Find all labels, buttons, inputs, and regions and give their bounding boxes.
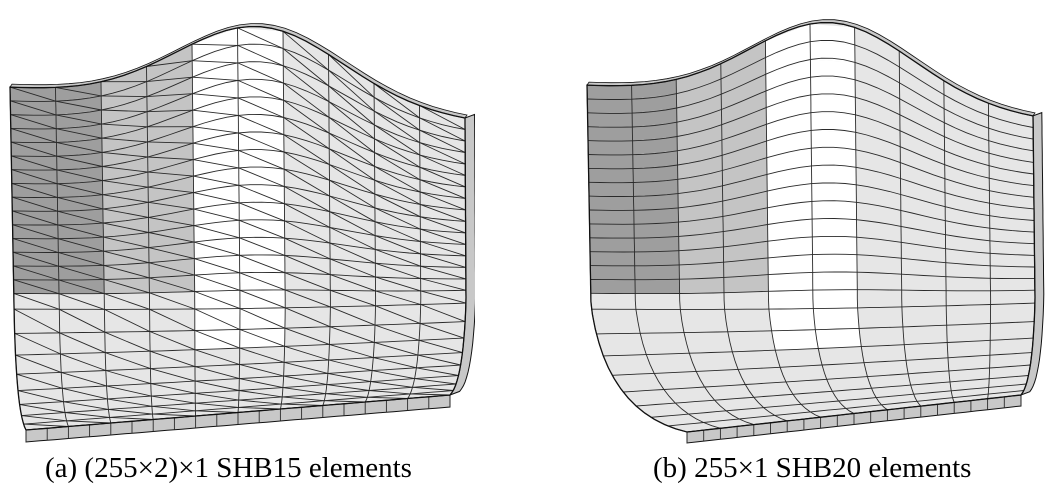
panel-a-floor-edge-ticks xyxy=(25,395,451,442)
panel-b-shaded-cells xyxy=(587,24,1035,432)
panel-b-floor-edge-ticks xyxy=(686,395,1022,443)
panel-b-outline xyxy=(586,21,1036,433)
caption-panel-b: (b) 255×1 SHB20 elements xyxy=(653,452,972,484)
panel-a-outline xyxy=(9,25,467,431)
caption-panel-a: (a) (255×2)×1 SHB15 elements xyxy=(45,452,412,484)
panel-b-mesh xyxy=(586,19,1045,444)
panel-a-mesh-lines xyxy=(9,26,467,431)
panel-a-mesh xyxy=(9,23,475,443)
panel-b-mesh-lines xyxy=(586,22,1036,433)
